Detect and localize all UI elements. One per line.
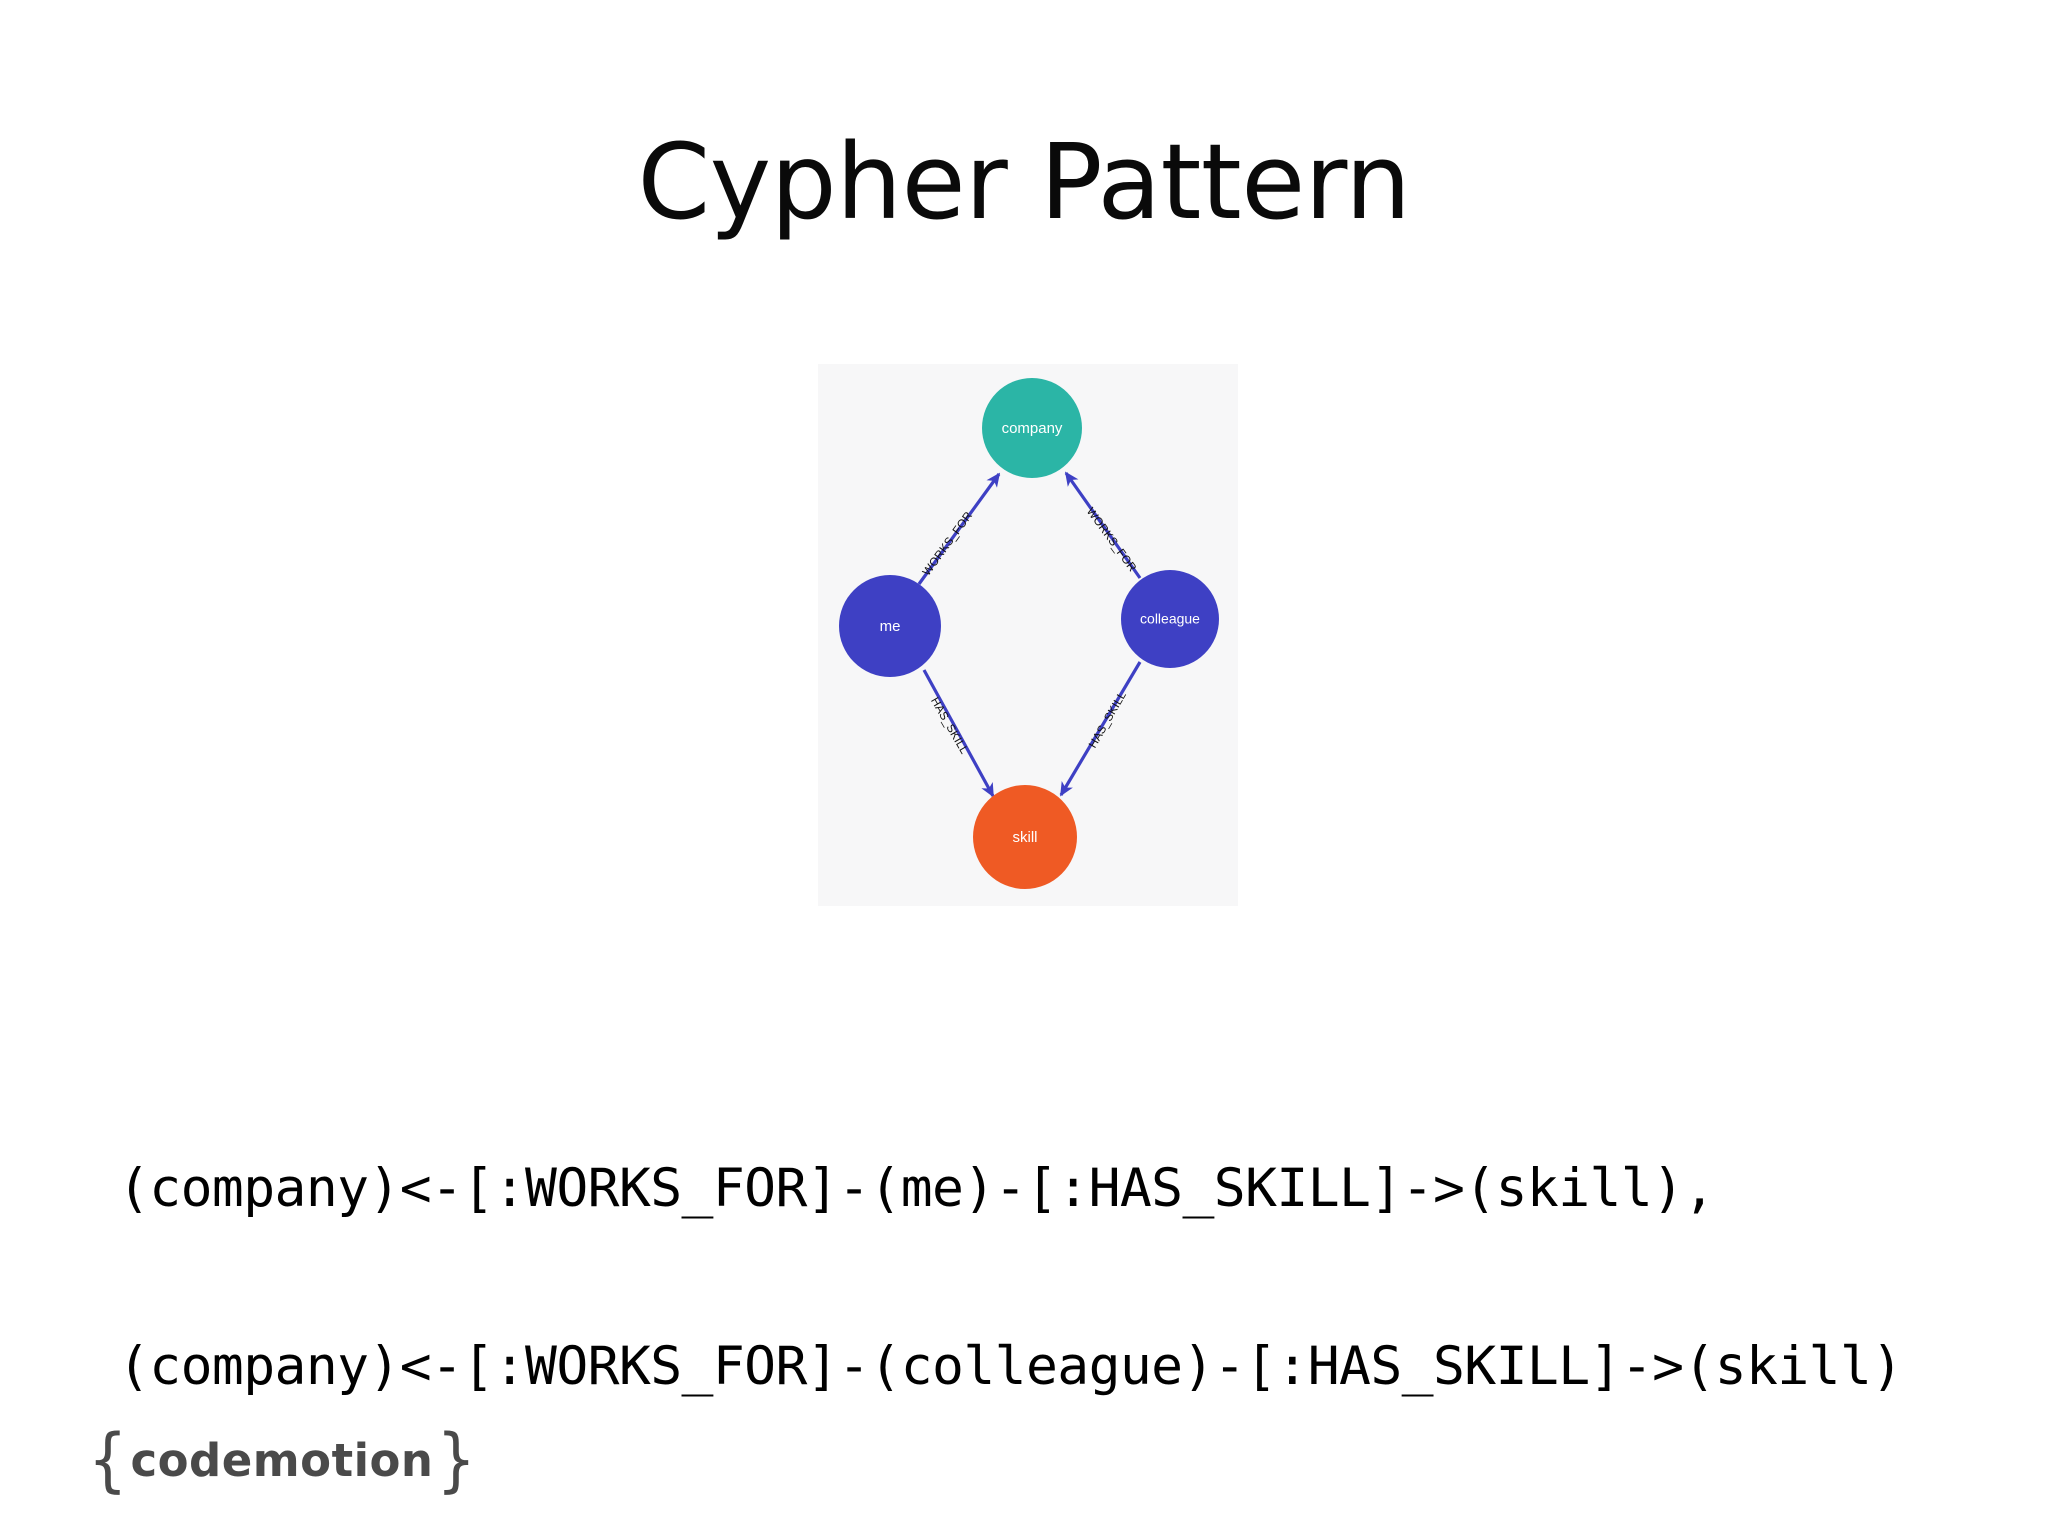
- node-label-company: company: [1002, 420, 1063, 437]
- graph-node-colleague[interactable]: colleague: [1121, 570, 1219, 668]
- node-circle-colleague[interactable]: [1121, 570, 1219, 668]
- edge-me-has-skill-skill: [922, 669, 995, 798]
- relationship-label-has-skill-right: HAS_SKILL: [1087, 689, 1129, 750]
- edge-colleague-works-for-company: [1064, 471, 1142, 579]
- edge-colleague-has-skill-skill: [1059, 661, 1142, 797]
- relationship-label-works-for-left: WORKS_FOR: [921, 510, 975, 578]
- graph-node-me[interactable]: me: [839, 575, 941, 677]
- logo-open-brace: {: [88, 1418, 128, 1501]
- relationship-label-works-for-right: WORKS_FOR: [1084, 506, 1138, 574]
- logo-wordmark: codemotion: [130, 1433, 434, 1487]
- cypher-code-block: (company)<-[:WORKS_FOR]-(me)-[:HAS_SKILL…: [118, 1040, 1948, 1456]
- cypher-code-line-1: (company)<-[:WORKS_FOR]-(me)-[:HAS_SKILL…: [118, 1157, 1715, 1219]
- node-circle-company[interactable]: [982, 378, 1082, 478]
- relationship-label-has-skill-left: HAS_SKILL: [928, 696, 970, 757]
- relationship-labels: WORKS_FOR WORKS_FOR HAS_SKILL HAS_SKILL: [921, 506, 1138, 757]
- node-label-me: me: [880, 618, 901, 635]
- node-circle-skill[interactable]: [973, 785, 1077, 889]
- node-label-skill: skill: [1013, 829, 1038, 846]
- relationship-edges: [917, 471, 1142, 798]
- logo-close-brace: }: [436, 1418, 476, 1501]
- cypher-code-line-2: (company)<-[:WORKS_FOR]-(colleague)-[:HA…: [118, 1335, 1903, 1397]
- node-circle-me[interactable]: [839, 575, 941, 677]
- graph-node-company[interactable]: company: [982, 378, 1082, 478]
- node-label-colleague: colleague: [1140, 611, 1200, 627]
- edge-me-works-for-company: [917, 472, 1001, 585]
- page-title: Cypher Pattern: [637, 121, 1411, 243]
- graph-node-skill[interactable]: skill: [973, 785, 1077, 889]
- graph-figure-panel: WORKS_FOR WORKS_FOR HAS_SKILL HAS_SKILL …: [818, 364, 1238, 906]
- codemotion-logo: { codemotion }: [88, 1425, 476, 1494]
- graph-diagram: WORKS_FOR WORKS_FOR HAS_SKILL HAS_SKILL …: [839, 378, 1219, 889]
